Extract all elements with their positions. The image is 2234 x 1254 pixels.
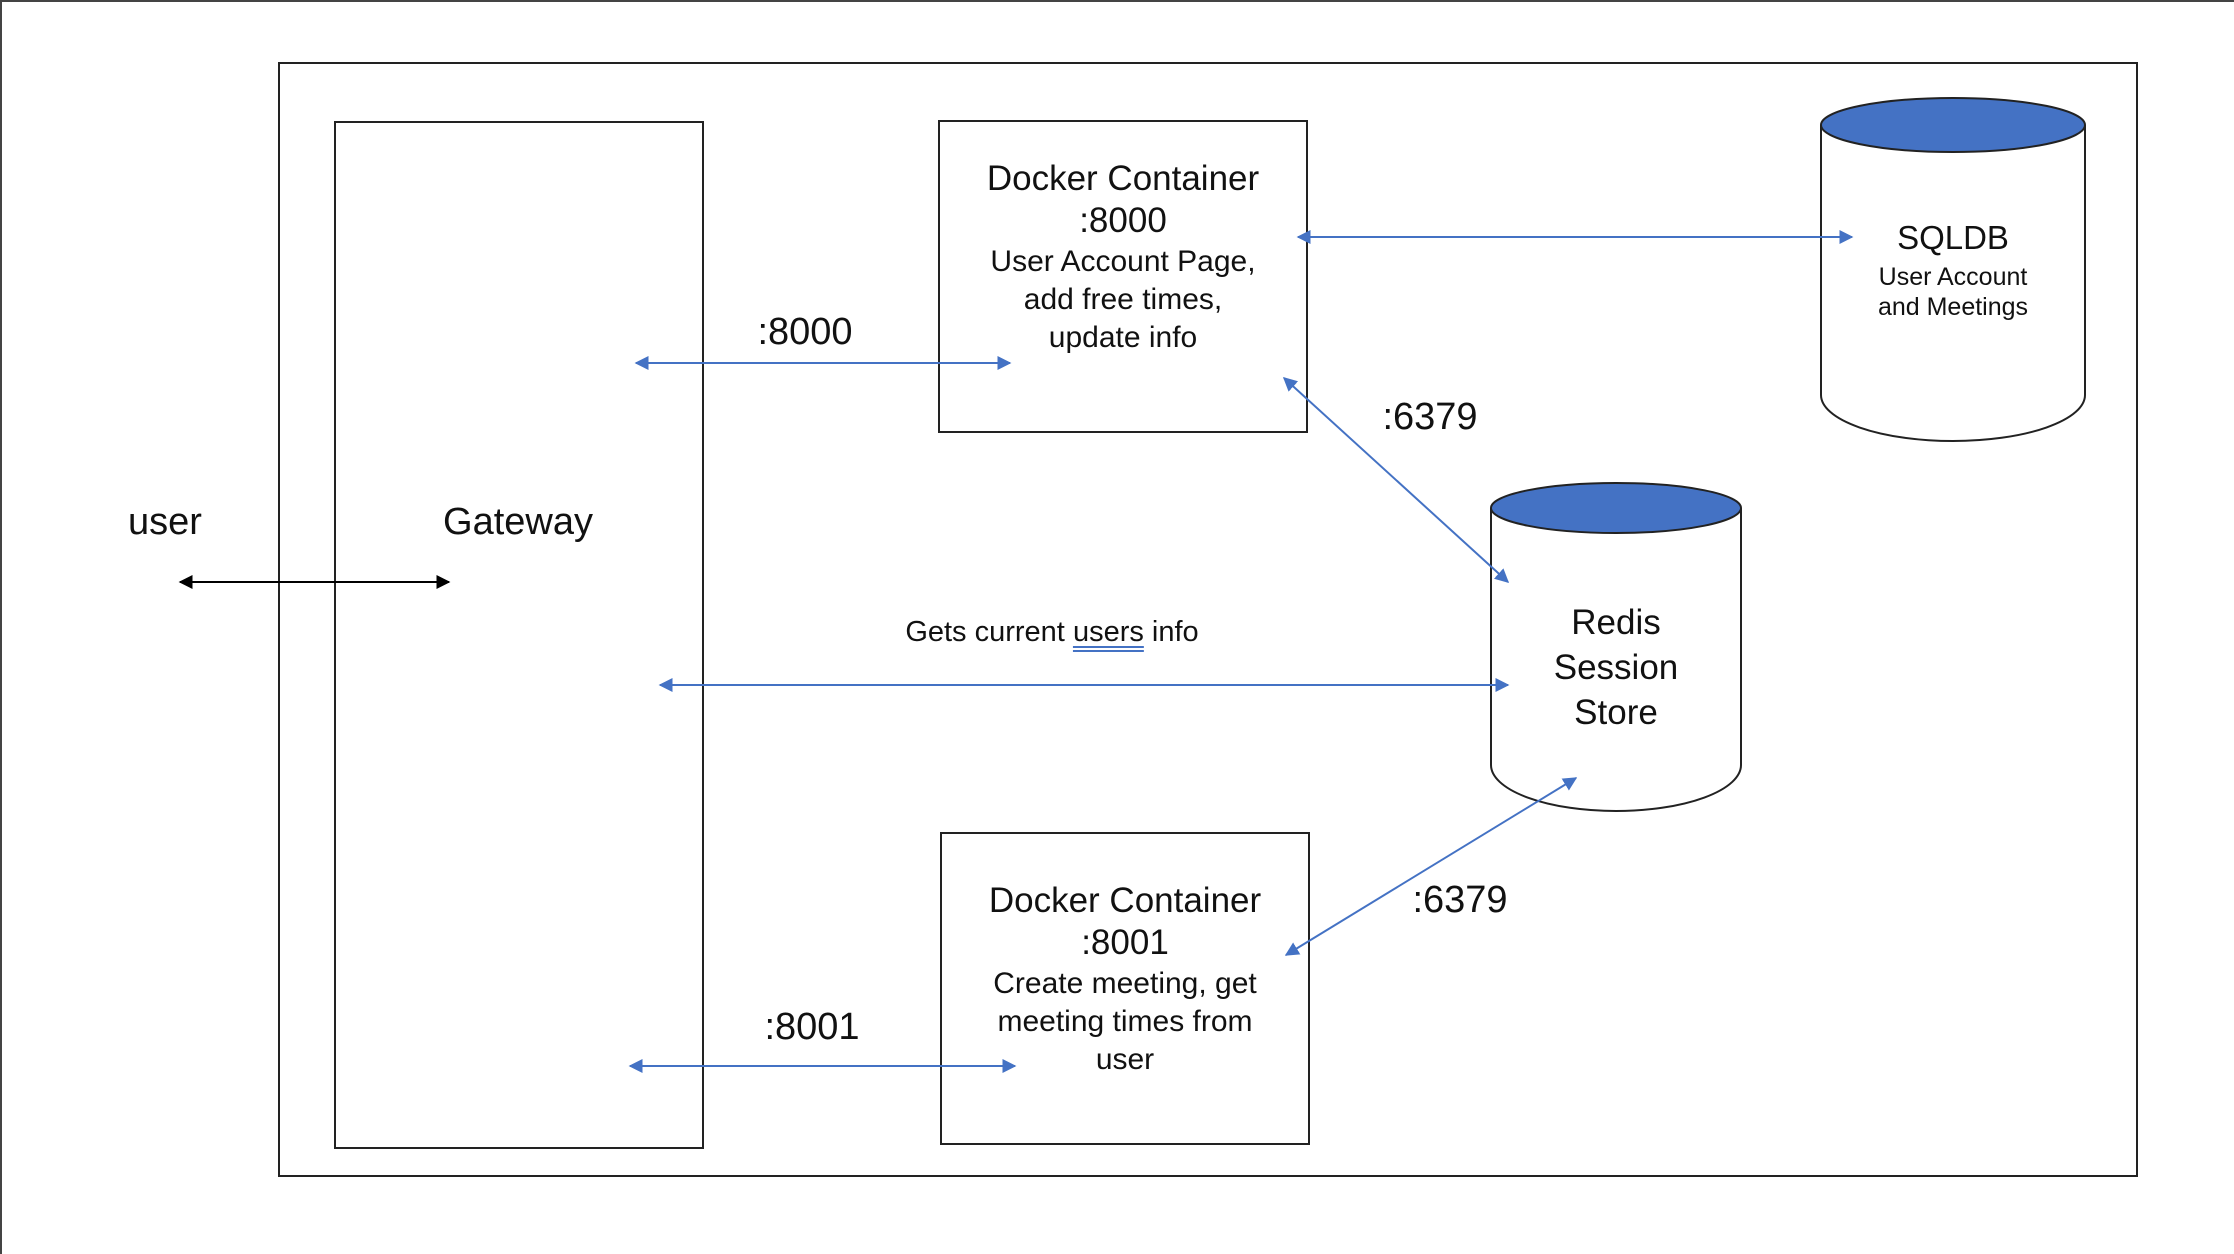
edge-label-users-word: users — [1072, 616, 1144, 648]
edge-label-8001: :8001 — [764, 1006, 860, 1048]
container-8000-text: Docker Container :8000 User Account Page… — [939, 158, 1307, 356]
edge-label-8000: :8000 — [757, 311, 853, 353]
system-boundary — [278, 62, 2138, 1177]
edge-label-gets-current-post: info — [1143, 616, 1199, 648]
gateway-label: Gateway — [443, 501, 593, 543]
gateway-box — [334, 121, 704, 1149]
edge-label-6379-lower: :6379 — [1412, 879, 1508, 921]
container-8001-desc-3: user — [1095, 1043, 1155, 1076]
edge-label-gets-current-users-info: Gets current users info — [852, 615, 1252, 650]
container-8001-title: Docker Container — [988, 881, 1262, 920]
sqldb-title: SQLDB — [1897, 219, 2009, 256]
container-8000-desc-1: User Account Page, — [990, 245, 1256, 278]
docker-container-8001-box — [940, 832, 1310, 1145]
container-8001-text: Docker Container :8001 Create meeting, g… — [941, 880, 1309, 1078]
container-8001-port: :8001 — [1081, 923, 1169, 962]
redis-line-1: Redis — [1571, 603, 1661, 642]
edge-label-6379-upper: :6379 — [1382, 396, 1478, 438]
redis-line-2: Session — [1553, 648, 1679, 687]
redis-cylinder — [1490, 482, 1742, 812]
user-label: user — [128, 501, 202, 543]
container-8000-redis-arrow — [1282, 377, 1510, 583]
container-8001-desc-1: Create meeting, get — [993, 967, 1257, 1000]
redis-line-3: Store — [1574, 693, 1658, 732]
sqldb-cylinder — [1820, 97, 2086, 442]
container-8001-desc-2: meeting times from — [997, 1005, 1253, 1038]
docker-container-8000-box — [938, 120, 1308, 433]
container-8000-desc-2: add free times, — [1023, 283, 1223, 316]
sqldb-text: SQLDB User Account and Meetings — [1821, 218, 2085, 322]
edge-label-gets-current-pre: Gets current — [905, 616, 1073, 648]
container-8000-title: Docker Container — [986, 159, 1260, 198]
redis-text: Redis Session Store — [1491, 600, 1741, 735]
sqldb-desc-1: User Account — [1878, 262, 2028, 291]
sqldb-desc-2: and Meetings — [1877, 292, 2029, 321]
container-8001-redis-arrow — [1284, 777, 1578, 956]
container-8000-desc-3: update info — [1048, 321, 1198, 354]
container-8000-port: :8000 — [1079, 201, 1167, 240]
